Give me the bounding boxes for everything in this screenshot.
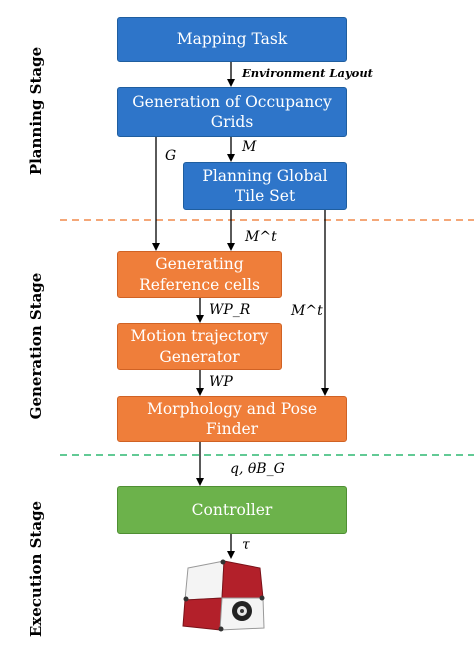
mapping-task-box: Mapping Task xyxy=(117,17,347,62)
execution-stage-label: Execution Stage xyxy=(27,500,45,638)
controller-box: Controller xyxy=(117,486,347,534)
wp-label: WP xyxy=(209,374,233,390)
robot-joint-bottom xyxy=(218,626,224,632)
robot-illustration xyxy=(182,559,265,632)
robot-tile-red-top-right xyxy=(221,560,264,599)
robot-joint-right xyxy=(259,595,265,601)
morphology-pose-box: Morphology and Pose Finder xyxy=(117,396,347,442)
planning-stage-label: Planning Stage xyxy=(27,46,45,176)
g-label: G xyxy=(165,148,177,164)
tau-label: τ xyxy=(242,537,250,553)
reference-cells-box: Generating Reference cells xyxy=(117,251,282,298)
robot-tile-white-top-left xyxy=(184,560,225,601)
generation-stage-label: Generation Stage xyxy=(27,272,45,420)
robot-joint-top xyxy=(220,559,226,565)
mt-right-label: M^t xyxy=(291,303,323,319)
m-label: M xyxy=(242,139,257,155)
environment-layout-label: Environment Layout xyxy=(242,66,373,80)
robot-tile-red-bottom-left xyxy=(182,597,223,631)
wp-r-label: WP_R xyxy=(209,302,251,318)
q-theta-bg-label: q, θB_G xyxy=(230,461,285,477)
global-tile-set-box: Planning Global Tile Set xyxy=(183,162,347,210)
motion-trajectory-box: Motion trajectory Generator xyxy=(117,323,282,370)
robot-joint-left xyxy=(183,596,189,602)
occupancy-grids-box: Generation of Occupancy Grids xyxy=(117,87,347,137)
robot-wheel-center xyxy=(240,609,244,613)
mt-left-label: M^t xyxy=(245,229,277,245)
